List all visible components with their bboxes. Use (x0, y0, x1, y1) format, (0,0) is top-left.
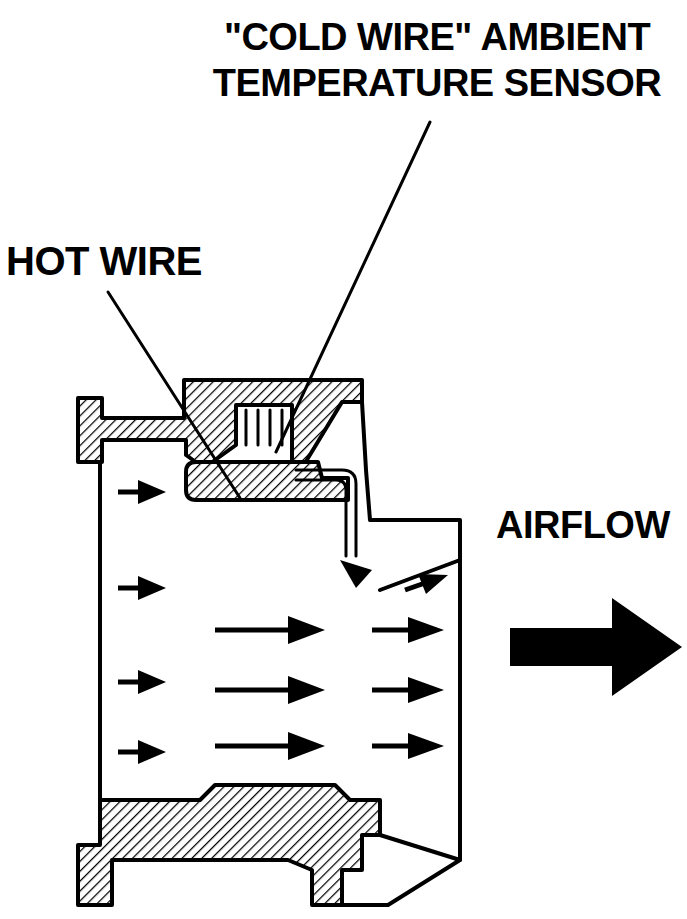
housing-top (78, 380, 362, 468)
cold-wire-duct (296, 470, 356, 556)
housing-inlet (98, 462, 102, 800)
housing-outlet-lower (342, 835, 460, 905)
part-label: AIRFLOW (496, 503, 684, 547)
part-label: "COLD WIRE" AMBIENT TEMPERATURE SENSOR (190, 14, 684, 106)
leader-line (276, 122, 430, 452)
housing-bottom (78, 785, 380, 905)
airflow-arrow (510, 598, 682, 696)
label-holder: HOT WIRE (6, 238, 226, 284)
label-holder: "COLD WIRE" AMBIENT TEMPERATURE SENSOR (190, 14, 684, 106)
housing-outlet (362, 402, 460, 860)
label-holder: AIRFLOW (496, 503, 684, 547)
part-label: HOT WIRE (6, 238, 226, 284)
sensor-wires (246, 410, 282, 445)
leader-line (108, 292, 240, 498)
